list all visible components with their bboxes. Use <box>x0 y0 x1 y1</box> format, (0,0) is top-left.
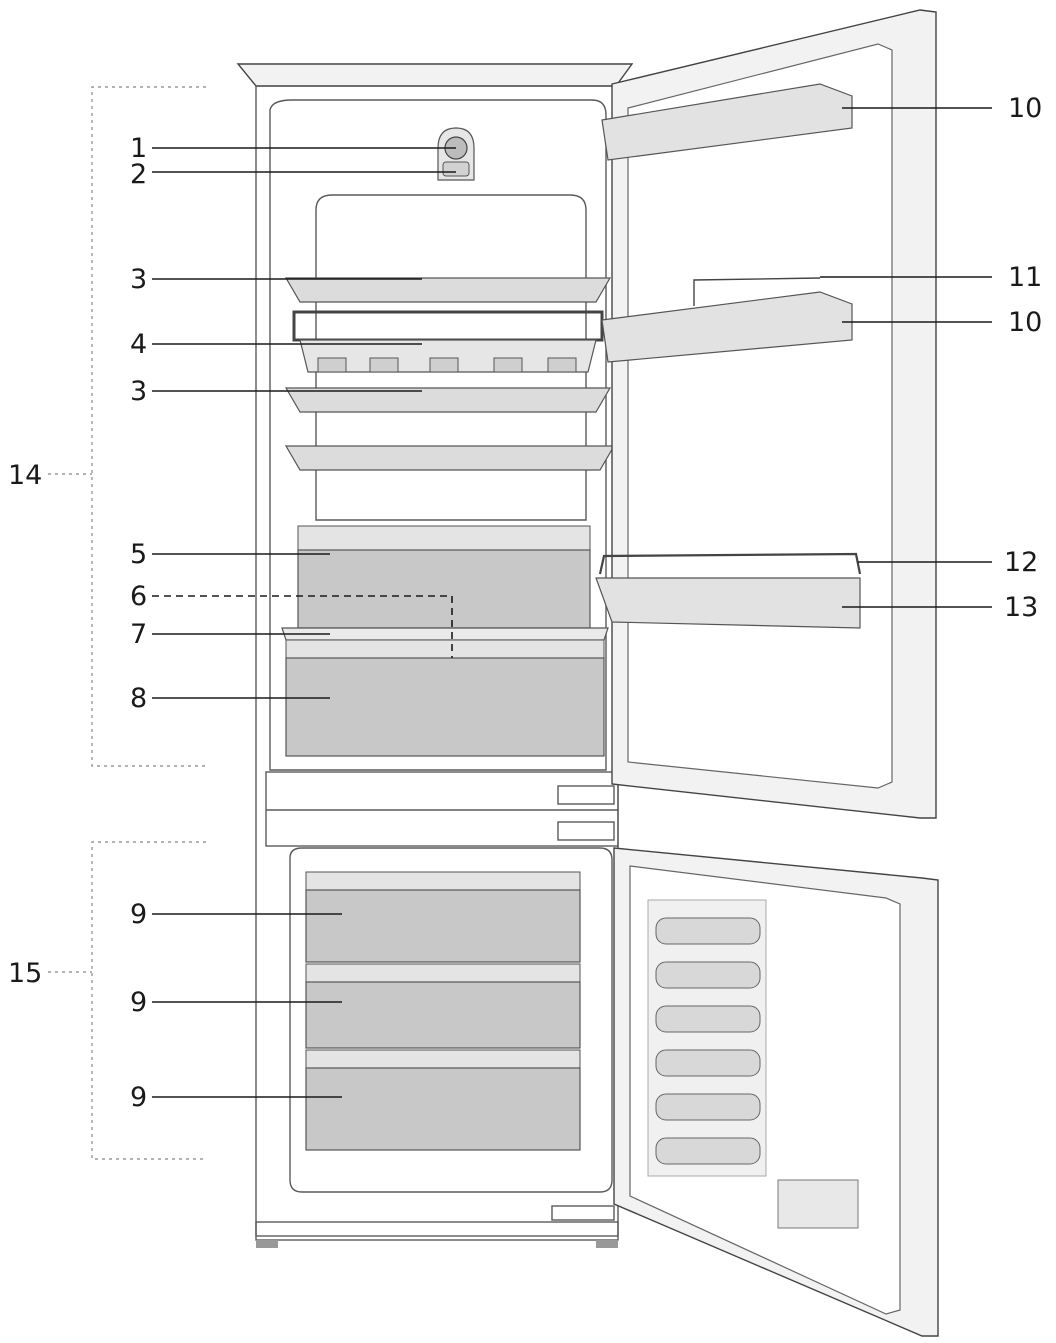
fridge-door-inner <box>627 43 893 789</box>
bracket-15 <box>48 841 206 1160</box>
callout-14: 14 <box>8 460 42 491</box>
foot-right <box>596 1240 618 1248</box>
callout-15: 15 <box>8 958 42 989</box>
freezer-interior <box>305 871 581 1151</box>
bottom-hinge <box>551 1205 615 1221</box>
glass-shelf-middle <box>284 387 612 413</box>
freezer-drawer-top-body <box>305 889 581 963</box>
callout-10b: 10 <box>1008 307 1042 338</box>
leader-lines <box>152 107 992 1098</box>
door-bottle-tray <box>595 577 861 629</box>
callout-5: 5 <box>130 539 147 570</box>
callout-9a: 9 <box>130 899 147 930</box>
freezer-drawer-middle-body <box>305 981 581 1049</box>
freezer-liner <box>289 847 613 1193</box>
rear-panel <box>315 194 587 521</box>
bottle-rack <box>292 310 604 373</box>
freezer-door-slots <box>655 917 761 1165</box>
freezer-door-panel <box>647 899 767 1177</box>
callout-12: 12 <box>1004 547 1038 578</box>
callout-11: 11 <box>1008 262 1042 293</box>
callout-9b: 9 <box>130 987 147 1018</box>
callout-3a: 3 <box>130 264 147 295</box>
rating-plate <box>777 1179 859 1229</box>
bottle-rail <box>598 552 862 575</box>
fridge-liner <box>269 99 607 771</box>
door-tray-top <box>601 83 853 161</box>
callouts: 1 2 3 4 3 5 6 7 8 9 9 9 10 11 10 12 13 1… <box>8 93 1042 1113</box>
crisper-upper <box>297 525 591 629</box>
foot-left <box>256 1240 278 1248</box>
freezer-drawer-bottom-body <box>305 1067 581 1151</box>
glass-shelf-top <box>284 277 612 303</box>
callout-2: 2 <box>130 159 147 190</box>
freezer-drawer-top <box>305 871 581 891</box>
divider-band <box>265 771 619 847</box>
glass-shelf-lower <box>284 445 616 471</box>
cabinet-top <box>236 63 634 87</box>
callout-4: 4 <box>130 329 147 360</box>
fridge-door <box>595 9 937 819</box>
callout-8: 8 <box>130 683 147 714</box>
fridge-interior <box>281 127 616 757</box>
interior-light <box>442 161 470 177</box>
freezer-door <box>613 847 939 1337</box>
callout-6: 6 <box>130 581 147 612</box>
callout-13: 13 <box>1004 592 1038 623</box>
callout-7: 7 <box>130 619 147 650</box>
crisper-cover <box>281 627 609 641</box>
cabinet-base <box>255 1221 619 1241</box>
crisper-lower <box>285 639 605 757</box>
middle-hinge <box>557 785 615 805</box>
bottle-holder-rail <box>693 277 821 306</box>
freezer-drawer-bottom <box>305 1049 581 1069</box>
leader-6 <box>152 595 453 658</box>
callout-9c: 9 <box>130 1082 147 1113</box>
cabinet <box>236 63 634 1248</box>
callout-3b: 3 <box>130 376 147 407</box>
bracket-14 <box>48 86 206 767</box>
freezer-drawer-middle <box>305 963 581 983</box>
callout-10a: 10 <box>1008 93 1042 124</box>
callout-1: 1 <box>130 133 147 164</box>
middle-hinge-lower <box>557 821 615 841</box>
